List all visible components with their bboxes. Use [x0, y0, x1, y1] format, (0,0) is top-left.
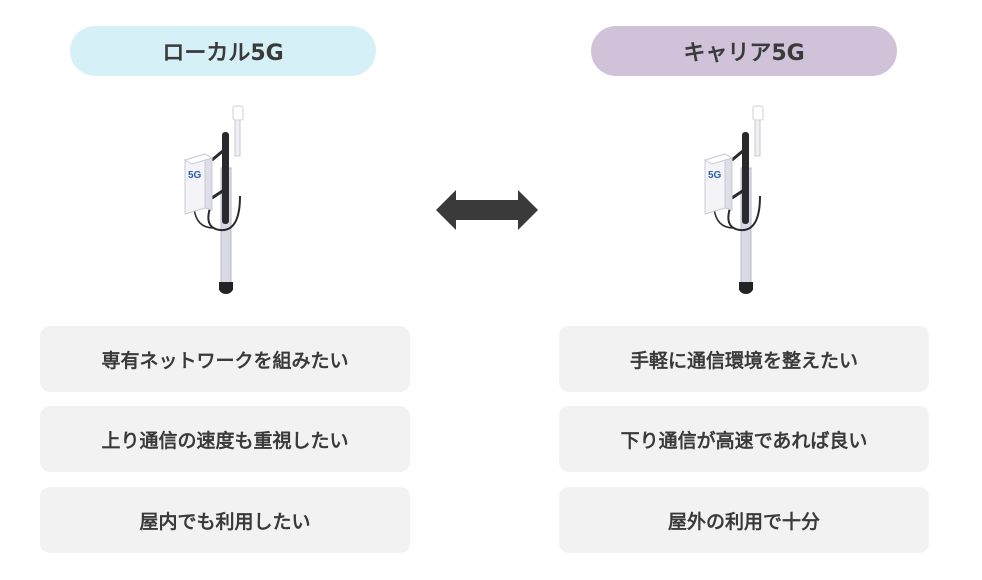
antenna-tower-icon: 5G — [183, 105, 244, 294]
carrier-5g-item: 手軽に通信環境を整えたい — [559, 326, 929, 392]
double-arrow-icon — [436, 190, 538, 230]
local-5g-title: ローカル5G — [70, 26, 376, 76]
carrier-5g-item: 屋外の利用で十分 — [559, 487, 929, 553]
tower-badge: 5G — [708, 170, 722, 181]
local-5g-item: 屋内でも利用したい — [40, 487, 410, 553]
local-5g-item: 上り通信の速度も重視したい — [40, 406, 410, 472]
antenna-tower-icon: 5G — [703, 105, 764, 294]
carrier-5g-title: キャリア5G — [591, 26, 897, 76]
tower-badge: 5G — [188, 170, 202, 181]
carrier-5g-item: 下り通信が高速であれば良い — [559, 406, 929, 472]
local-5g-item: 専有ネットワークを組みたい — [40, 326, 410, 392]
